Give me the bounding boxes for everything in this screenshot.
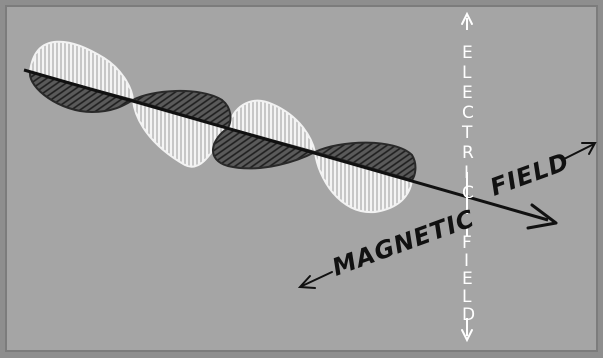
field-letter-F: F	[462, 233, 472, 253]
electric-letter-E1: E	[462, 43, 473, 63]
electric-letter-L: L	[462, 63, 472, 83]
field-letter-I: I	[464, 251, 469, 271]
electric-letter-C2: C	[462, 183, 474, 203]
electric-letter-T: T	[461, 123, 473, 143]
field-letter-E: E	[462, 269, 473, 289]
field-letter-D: D	[462, 305, 475, 325]
field-letter-L: L	[462, 287, 472, 307]
electric-letter-E2: E	[462, 83, 473, 103]
electric-letter-R: R	[462, 143, 474, 163]
electric-letter-C1: C	[462, 103, 474, 123]
electric-letter-I: I	[464, 163, 469, 183]
